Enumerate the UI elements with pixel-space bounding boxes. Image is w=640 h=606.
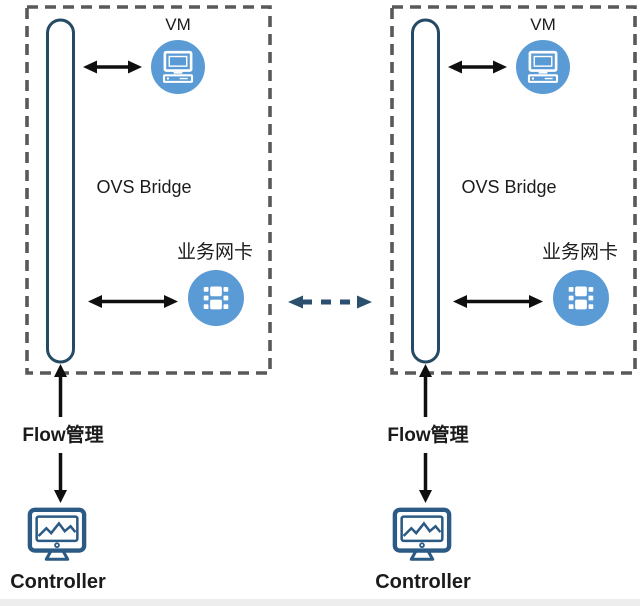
vm-label: VM (530, 15, 556, 34)
monitor-graph-icon (392, 507, 452, 561)
ovs-bridge-pill (46, 18, 75, 364)
desktop-computer-icon (162, 50, 194, 83)
vm-node (151, 40, 205, 94)
controller-node (26, 505, 88, 567)
host-unit-left: VM OVS Bridge 业务网卡 (0, 0, 280, 606)
inter-host-dashed-arrow (288, 295, 372, 309)
image-edge-strip (0, 599, 640, 606)
bridge-nic-arrow (88, 295, 178, 308)
bridge-vm-arrow (448, 60, 507, 74)
nic-node (553, 270, 609, 326)
bridge-vm-arrow (83, 60, 142, 74)
network-card-icon (203, 286, 229, 310)
flow-up-arrow (54, 364, 67, 417)
host-dashed-box (25, 5, 272, 375)
monitor-graph-icon (27, 507, 87, 561)
ovs-bridge-label: OVS Bridge (96, 177, 192, 197)
vm-label: VM (165, 15, 191, 34)
flow-up-arrow (419, 364, 432, 417)
nic-label: 业务网卡 (176, 242, 253, 263)
controller-label: Controller (10, 571, 106, 593)
inter-host-link (280, 290, 380, 314)
bridge-nic-arrow (453, 295, 543, 308)
host-dashed-box (390, 5, 637, 375)
host-shapes-right (390, 5, 637, 503)
desktop-computer-icon (527, 50, 559, 83)
ovs-bridge-pill (411, 18, 440, 364)
controller-node (391, 505, 453, 567)
ovs-bridge-label: OVS Bridge (461, 177, 557, 197)
nic-label: 业务网卡 (541, 242, 618, 263)
vm-node (516, 40, 570, 94)
network-card-icon (568, 286, 594, 310)
flow-down-arrow (419, 453, 432, 503)
controller-label: Controller (375, 571, 471, 593)
nic-node (188, 270, 244, 326)
flow-management-label: Flow管理 (22, 425, 104, 446)
host-shapes-left (25, 5, 272, 503)
host-unit-right: VM OVS Bridge 业务网卡 (365, 0, 640, 606)
flow-management-label: Flow管理 (387, 425, 469, 446)
flow-down-arrow (54, 453, 67, 503)
